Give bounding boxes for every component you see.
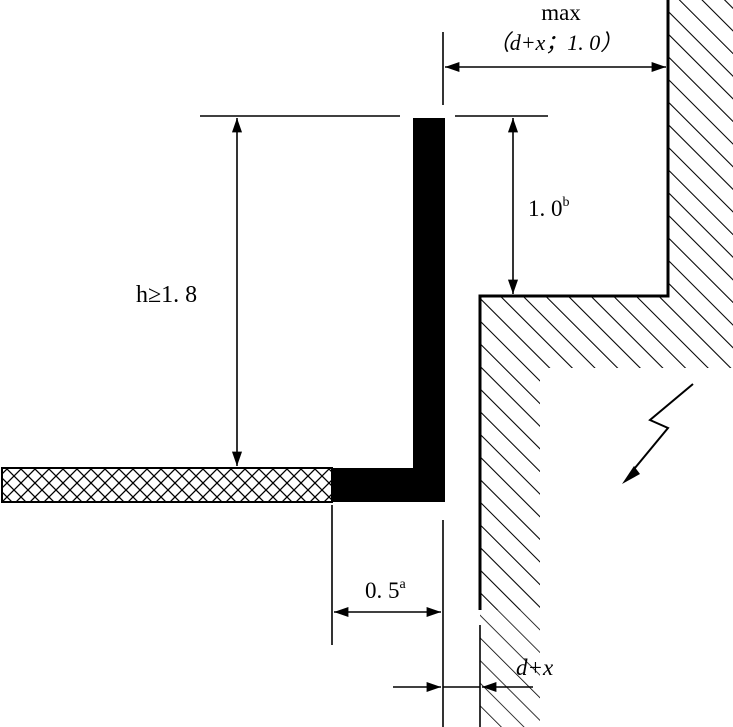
- hatch-band: [480, 0, 733, 727]
- floor-slab: [1, 467, 333, 503]
- reach-height-label: 1. 0b: [528, 195, 570, 221]
- dimension-labels: max （d+x；1. 0） 1. 0b h≥1. 8 0. 5a d+x: [136, 0, 622, 680]
- clearance-label: d+x: [516, 655, 554, 680]
- dimension-lines: [231, 61, 666, 693]
- barrier-height-label: h≥1. 8: [136, 282, 197, 308]
- lightning-arrow-icon: [622, 383, 694, 484]
- offset-label: 0. 5a: [365, 577, 407, 603]
- max-formula-label: （d+x；1. 0）: [488, 30, 623, 55]
- max-label: max: [541, 0, 581, 25]
- barrier-guard: [332, 118, 445, 502]
- extension-lines: [200, 32, 548, 727]
